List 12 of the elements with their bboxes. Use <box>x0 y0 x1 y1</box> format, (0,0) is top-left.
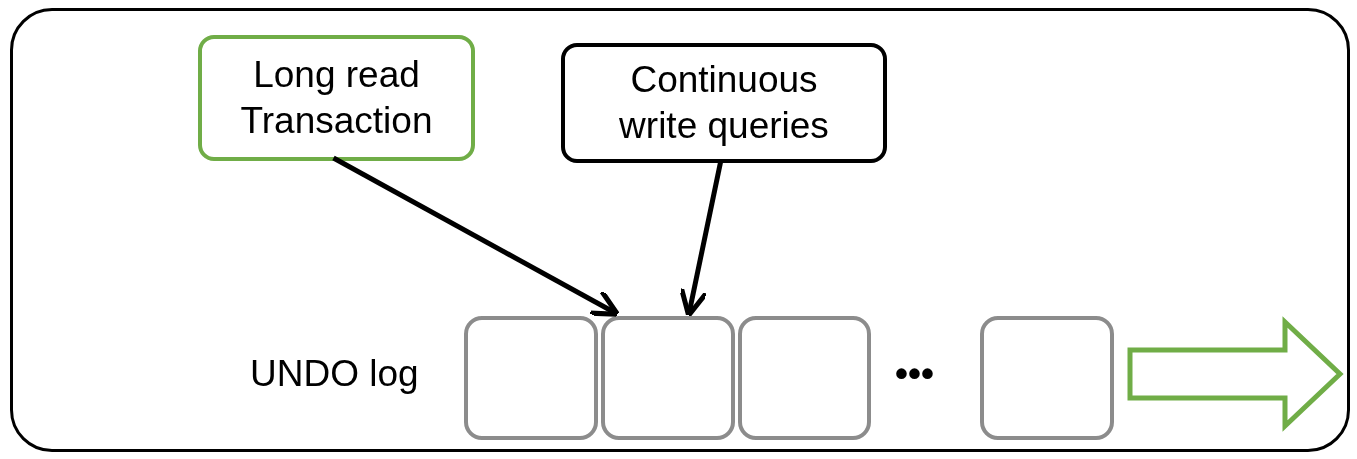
box-label: Continuous write queries <box>618 57 830 148</box>
log-block <box>980 316 1114 440</box>
text-box <box>198 35 475 161</box>
text-box <box>561 43 887 163</box>
container-box <box>10 8 1350 452</box>
log-block <box>464 316 598 440</box>
ellipsis: ••• <box>895 352 934 396</box>
log-block <box>601 316 735 440</box>
row-label: UNDO log <box>250 352 419 396</box>
box-label: Long read Transaction <box>239 52 434 143</box>
log-block <box>738 316 871 440</box>
arrow <box>332 155 621 317</box>
